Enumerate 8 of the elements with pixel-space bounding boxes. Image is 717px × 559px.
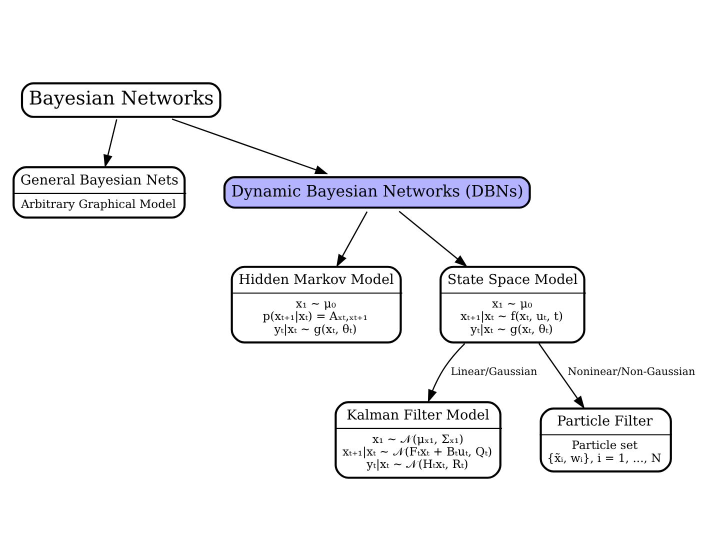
arrow [172,118,328,174]
arrow [104,118,118,168]
edge-label: Linear/Gaussian [450,365,538,378]
arrow [538,342,585,408]
edge-label: Noninear/Non-Gaussian [568,365,696,378]
arrow [398,210,468,266]
arrow [336,210,368,267]
arrow [428,342,466,402]
